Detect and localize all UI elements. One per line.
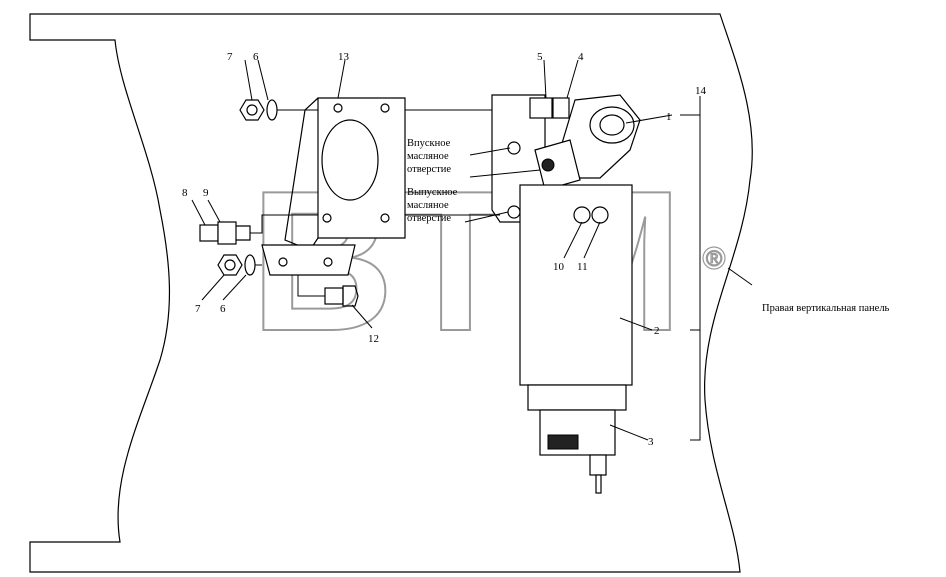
svg-text:®: ® — [706, 246, 722, 271]
inlet-note-line1: Впускное — [407, 138, 451, 149]
callout-7-top: 7 — [227, 51, 233, 63]
nut-washer-bottom — [217, 254, 262, 276]
callout-14: 14 — [695, 85, 707, 97]
mounting-bracket — [261, 97, 406, 276]
callout-11: 11 — [577, 261, 588, 273]
callout-6-bottom: 6 — [220, 303, 226, 315]
filter-bowl — [527, 384, 627, 494]
outlet-note-line3: отверстие — [407, 213, 451, 224]
inlet-note-line2: масляное — [407, 151, 449, 162]
callout-2: 2 — [654, 325, 660, 337]
callout-5: 5 — [537, 51, 543, 63]
callout-13: 13 — [338, 51, 350, 63]
nut-washer-top — [239, 99, 318, 121]
callout-3: 3 — [648, 436, 654, 448]
filter-body — [519, 184, 633, 386]
callout-1: 1 — [666, 111, 672, 123]
callout-9: 9 — [203, 187, 209, 199]
hose-fitting-lower — [297, 275, 359, 307]
outlet-note-line1: Выпускное — [407, 187, 458, 198]
outlet-note-line2: масляное — [407, 200, 449, 211]
hose-fitting-upper — [199, 214, 318, 245]
callout-12: 12 — [368, 333, 379, 345]
frame-rail-note: Правая вертикальная панель — [762, 303, 890, 314]
callout-10: 10 — [553, 261, 565, 273]
frame-panel-outline — [29, 13, 753, 573]
callout-6-top: 6 — [253, 51, 259, 63]
callout-8: 8 — [182, 187, 188, 199]
inlet-note-line3: отверстие — [407, 164, 451, 175]
callout-4: 4 — [578, 51, 584, 63]
callout-7-bottom: 7 — [195, 303, 201, 315]
